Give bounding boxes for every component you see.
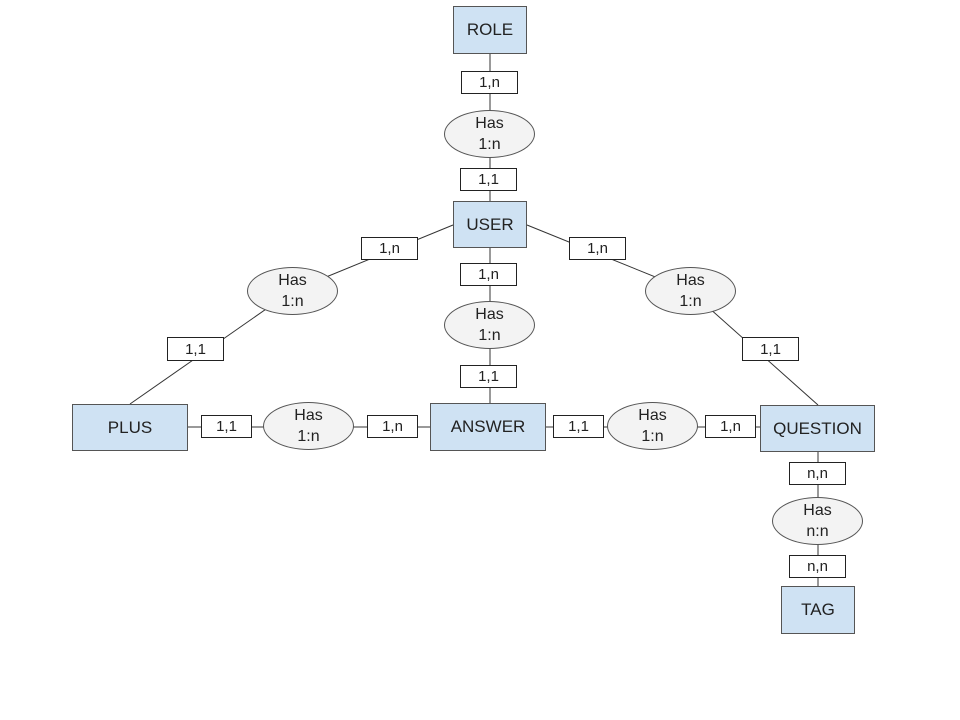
relationship-user-plus[interactable]: Has 1:n bbox=[247, 267, 338, 315]
cardinality-user-plus-side: 1,n bbox=[361, 237, 418, 260]
relationship-name: Has bbox=[475, 306, 504, 323]
cardinality-answer-user-side: 1,1 bbox=[460, 365, 517, 388]
relationship-user-question[interactable]: Has 1:n bbox=[645, 267, 736, 315]
relationship-type: 1:n bbox=[281, 293, 304, 310]
cardinality-plus-answer-side: 1,1 bbox=[201, 415, 252, 438]
cardinality-user-role-side: 1,1 bbox=[460, 168, 517, 191]
relationship-type: 1:n bbox=[478, 136, 501, 153]
relationship-answer-question[interactable]: Has 1:n bbox=[607, 402, 698, 450]
cardinality-tag-question-side: n,n bbox=[789, 555, 846, 578]
relationship-name: Has bbox=[676, 272, 705, 289]
cardinality-plus-user-side: 1,1 bbox=[167, 337, 224, 361]
entity-question[interactable]: QUESTION bbox=[760, 405, 875, 452]
relationship-role-user[interactable]: Has 1:n bbox=[444, 110, 535, 158]
cardinality-question-tag-side: n,n bbox=[789, 462, 846, 485]
relationship-type: 1:n bbox=[297, 428, 320, 445]
cardinality-question-answer-side: 1,n bbox=[705, 415, 756, 438]
relationship-question-tag[interactable]: Has n:n bbox=[772, 497, 863, 545]
entity-tag[interactable]: TAG bbox=[781, 586, 855, 634]
cardinality-answer-plus-side: 1,n bbox=[367, 415, 418, 438]
relationship-name: Has bbox=[475, 115, 504, 132]
entity-plus[interactable]: PLUS bbox=[72, 404, 188, 451]
relationship-name: Has bbox=[294, 407, 323, 424]
entity-answer[interactable]: ANSWER bbox=[430, 403, 546, 451]
relationship-type: 1:n bbox=[679, 293, 702, 310]
relationship-plus-answer[interactable]: Has 1:n bbox=[263, 402, 354, 450]
entity-role[interactable]: ROLE bbox=[453, 6, 527, 54]
relationship-type: n:n bbox=[806, 523, 829, 540]
cardinality-role-side: 1,n bbox=[461, 71, 518, 94]
cardinality-user-answer-side: 1,n bbox=[460, 263, 517, 286]
relationship-type: 1:n bbox=[641, 428, 664, 445]
relationship-user-answer[interactable]: Has 1:n bbox=[444, 301, 535, 349]
relationship-name: Has bbox=[278, 272, 307, 289]
cardinality-answer-question-side: 1,1 bbox=[553, 415, 604, 438]
relationship-type: 1:n bbox=[478, 327, 501, 344]
entity-user[interactable]: USER bbox=[453, 201, 527, 248]
relationship-name: Has bbox=[803, 502, 832, 519]
relationship-name: Has bbox=[638, 407, 667, 424]
cardinality-question-user-side: 1,1 bbox=[742, 337, 799, 361]
cardinality-user-question-side: 1,n bbox=[569, 237, 626, 260]
